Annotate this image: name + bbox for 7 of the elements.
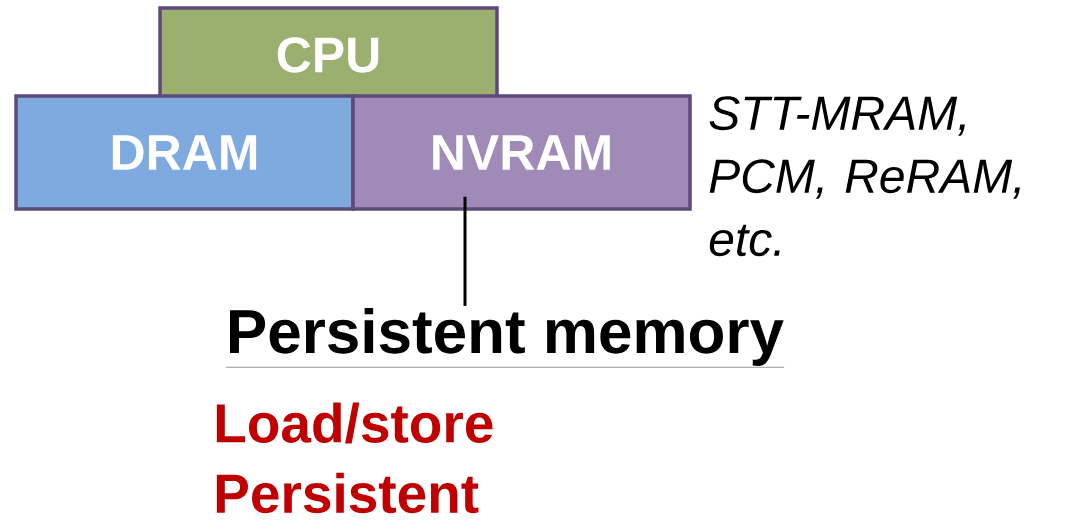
- leader-line: [463, 196, 467, 306]
- note: STT-MRAM, PCM, ReRAM, etc.: [709, 96, 1020, 257]
- property-text: Persistent: [216, 472, 479, 514]
- memory-box: DRAM: [14, 94, 355, 211]
- heading: Persistent memory: [225, 308, 785, 368]
- memory-box: CPU: [158, 6, 499, 104]
- memory-box: NVRAM: [351, 94, 692, 211]
